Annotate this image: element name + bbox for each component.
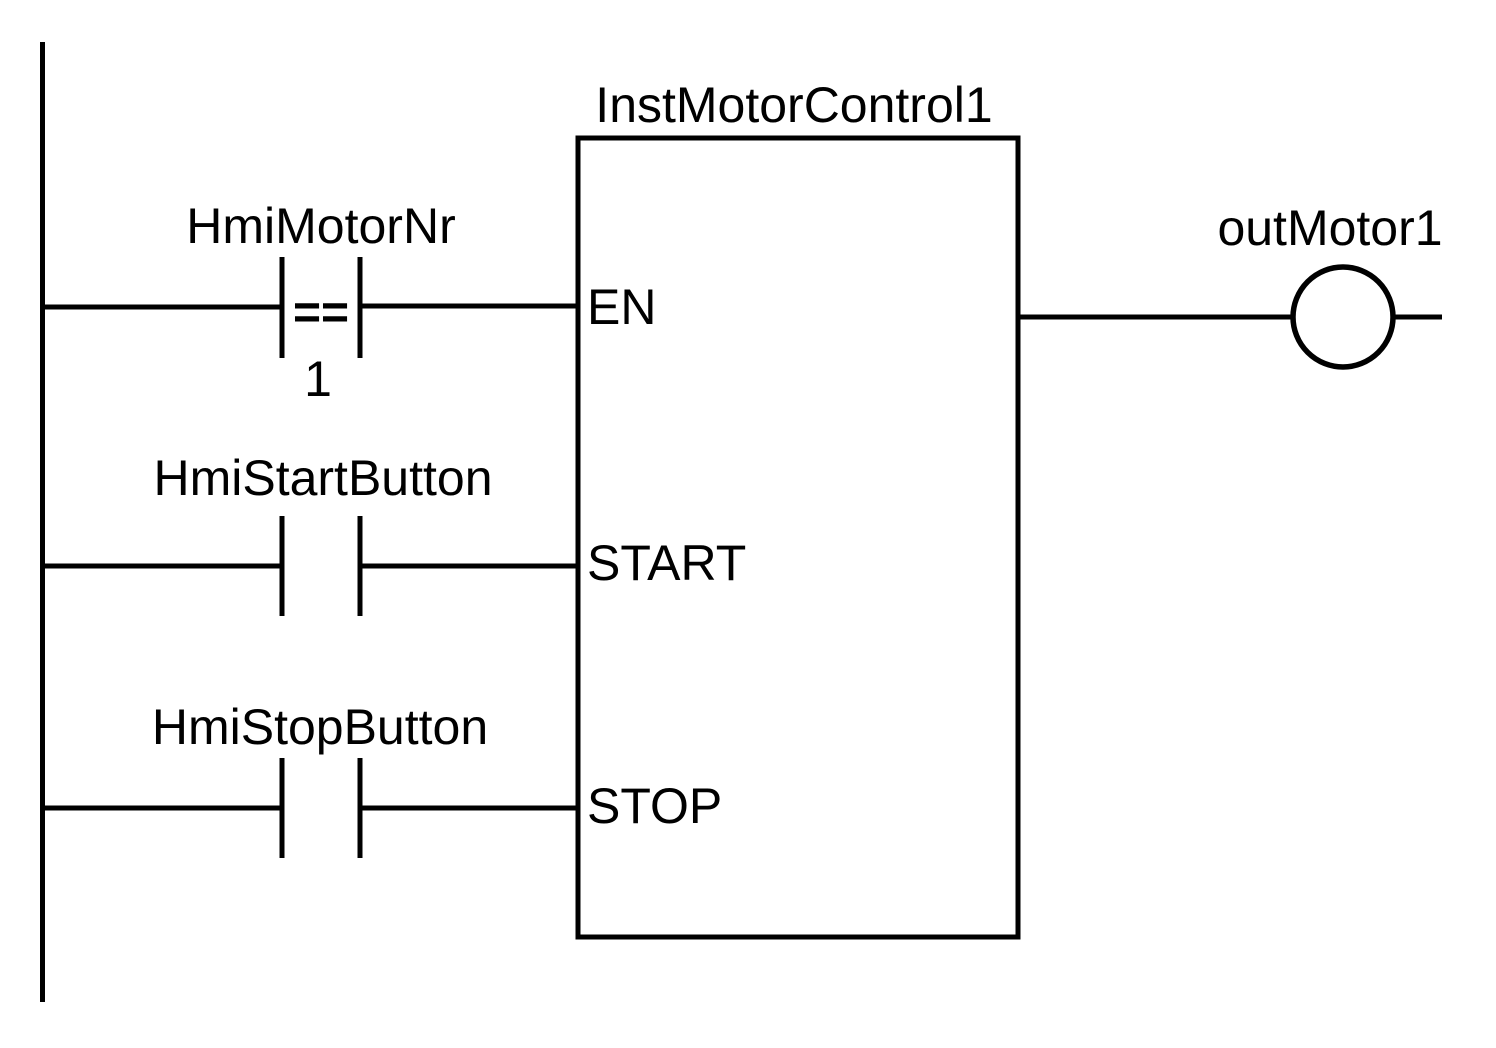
comparator-contact: == HmiMotorNr 1 bbox=[186, 198, 455, 407]
comparator-operand: 1 bbox=[304, 351, 332, 407]
output-branch: outMotor1 bbox=[1018, 200, 1443, 370]
block-port-label-stop: STOP bbox=[587, 778, 722, 834]
function-block-instance-title: InstMotorControl1 bbox=[595, 77, 992, 133]
coil-symbol bbox=[1290, 264, 1396, 370]
comparator-operator: == bbox=[293, 287, 349, 340]
start-contact-tag-label: HmiStartButton bbox=[153, 450, 492, 506]
rung-start: HmiStartButton bbox=[40, 450, 578, 616]
stop-contact-tag-label: HmiStopButton bbox=[152, 699, 488, 755]
function-block-body bbox=[575, 135, 1021, 940]
block-port-label-en: EN bbox=[587, 279, 656, 335]
coil-tag-label: outMotor1 bbox=[1217, 200, 1442, 256]
output-coil: outMotor1 bbox=[1217, 200, 1443, 370]
rung-en: == HmiMotorNr 1 bbox=[40, 198, 578, 407]
rung-stop: HmiStopButton bbox=[40, 699, 578, 858]
stop-contact: HmiStopButton bbox=[152, 699, 488, 858]
function-block: InstMotorControl1 EN START STOP bbox=[575, 77, 1021, 940]
block-port-label-start: START bbox=[587, 535, 746, 591]
start-contact: HmiStartButton bbox=[153, 450, 493, 616]
comparator-tag-label: HmiMotorNr bbox=[186, 198, 455, 254]
